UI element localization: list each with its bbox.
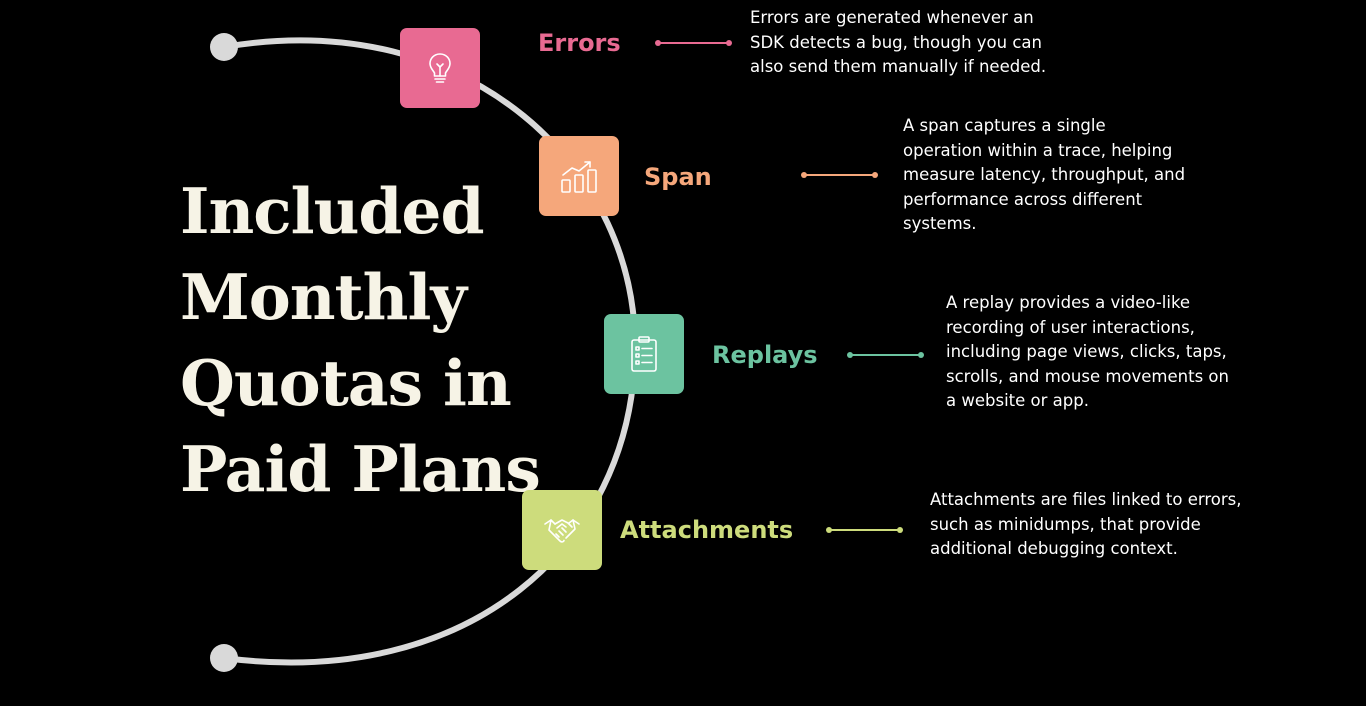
span-label: Span <box>644 163 712 191</box>
description-line: recording of user interactions, <box>946 317 1195 337</box>
description-line: systems. <box>903 214 977 234</box>
title-line: Monthly <box>180 260 467 334</box>
growth-chart-icon <box>561 161 597 193</box>
description-line: a website or app. <box>946 391 1089 411</box>
clipboard-list-icon <box>631 336 657 372</box>
title-line: Included <box>180 174 485 248</box>
description-line: A replay provides a video-like <box>946 293 1191 312</box>
errors-connector <box>655 40 732 46</box>
description-line: measure latency, throughput, and <box>903 165 1186 185</box>
description-line: performance across different <box>903 189 1143 209</box>
lightbulb-icon <box>429 53 451 83</box>
errors-icon-box <box>400 28 480 108</box>
description-line: including page views, clicks, taps, <box>946 342 1227 362</box>
span-icon-box <box>539 136 619 216</box>
attachments-connector <box>826 527 903 533</box>
description-line: SDK detects a bug, though you can <box>750 32 1042 52</box>
description-line: such as minidumps, that provide <box>930 514 1201 534</box>
replays-icon-box <box>604 314 684 394</box>
arc-start-dot <box>210 33 238 61</box>
span-description: A span captures a single operation withi… <box>903 114 1185 237</box>
title-line: Paid Plans <box>180 432 541 506</box>
title-line: Quotas in <box>180 346 512 420</box>
span-connector <box>801 172 878 178</box>
attachments-label: Attachments <box>620 516 794 544</box>
description-line: scrolls, and mouse movements on <box>946 366 1229 386</box>
replays-description: A replay provides a video-like recording… <box>946 291 1229 414</box>
description-line: additional debugging context. <box>930 539 1178 559</box>
errors-label: Errors <box>538 29 621 57</box>
page-title: Included Monthly Quotas in Paid Plans <box>180 168 560 512</box>
replays-connector <box>847 352 924 358</box>
description-line: also send them manually if needed. <box>750 57 1047 77</box>
arc-end-dot <box>210 644 238 672</box>
replays-label: Replays <box>712 341 818 369</box>
description-line: A span captures a single <box>903 116 1106 135</box>
attachments-icon-box <box>522 490 602 570</box>
description-line: operation within a trace, helping <box>903 140 1173 160</box>
attachments-description: Attachments are files linked to errors, … <box>930 488 1242 562</box>
errors-description: Errors are generated whenever an SDK det… <box>750 6 1046 80</box>
description-line: Attachments are files linked to errors, <box>930 490 1242 509</box>
handshake-icon <box>544 519 580 543</box>
description-line: Errors are generated whenever an <box>750 8 1034 27</box>
